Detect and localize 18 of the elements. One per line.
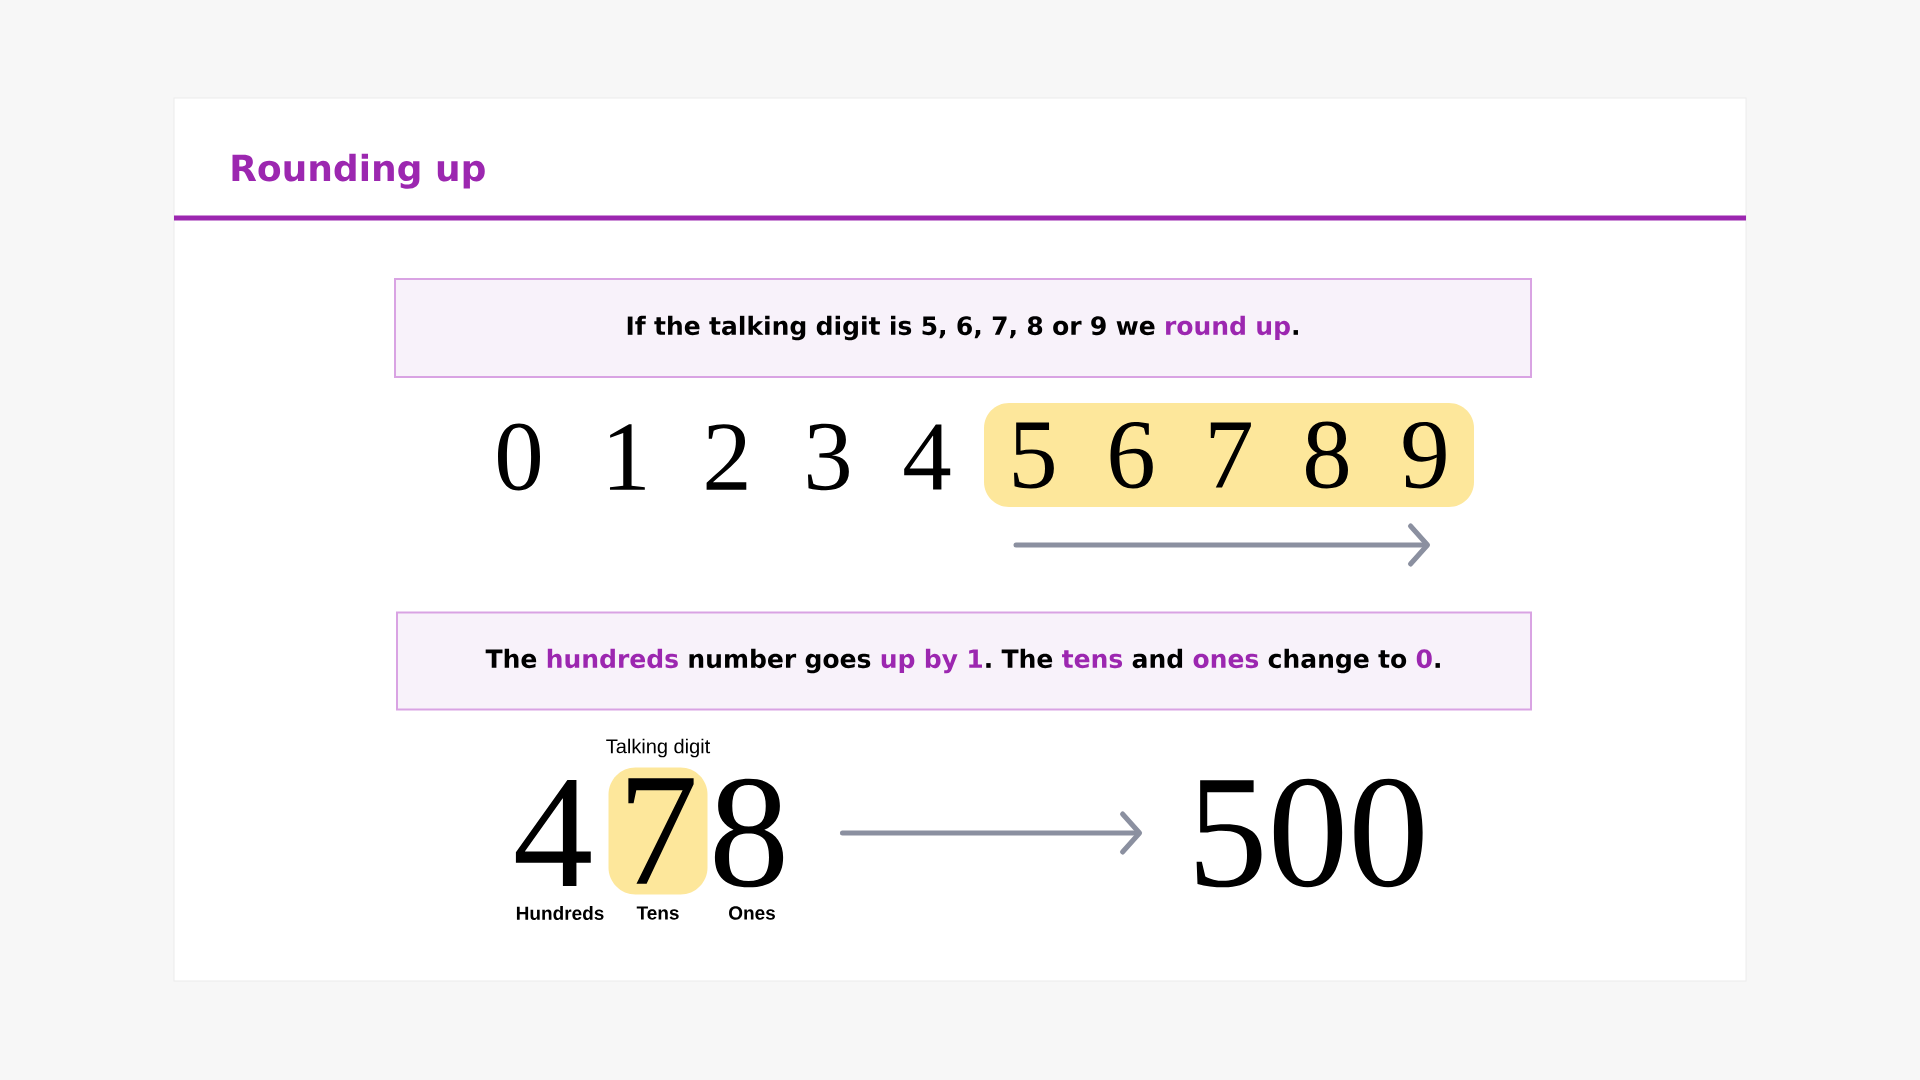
number: 500 (1196, 778, 1423, 888)
digit: 0 (498, 423, 540, 491)
place-label: Hundreds (516, 906, 604, 920)
highlight-box: 7 (608, 767, 708, 895)
text-box: If the talking digit is 5, 6, 7, 8 or 9 we round up. (394, 278, 1532, 378)
digit: 3 (808, 423, 849, 491)
text-box: The hundreds number goes up by 1. The tens and ones change to 0. (396, 611, 1532, 711)
digit: 4 (904, 424, 951, 490)
slide-title: Rounding up (232, 153, 485, 189)
digit: 1 (609, 424, 645, 490)
arrow (839, 811, 1143, 855)
highlight-band: 5 6 7 8 9 (984, 403, 1474, 507)
digit: 4 (515, 780, 591, 886)
digit: 2 (706, 424, 747, 490)
place-label: Ones (729, 906, 775, 920)
number: 8 (714, 778, 784, 888)
digit-label: Talking digit (606, 738, 711, 758)
place-label: Tens (636, 906, 679, 920)
